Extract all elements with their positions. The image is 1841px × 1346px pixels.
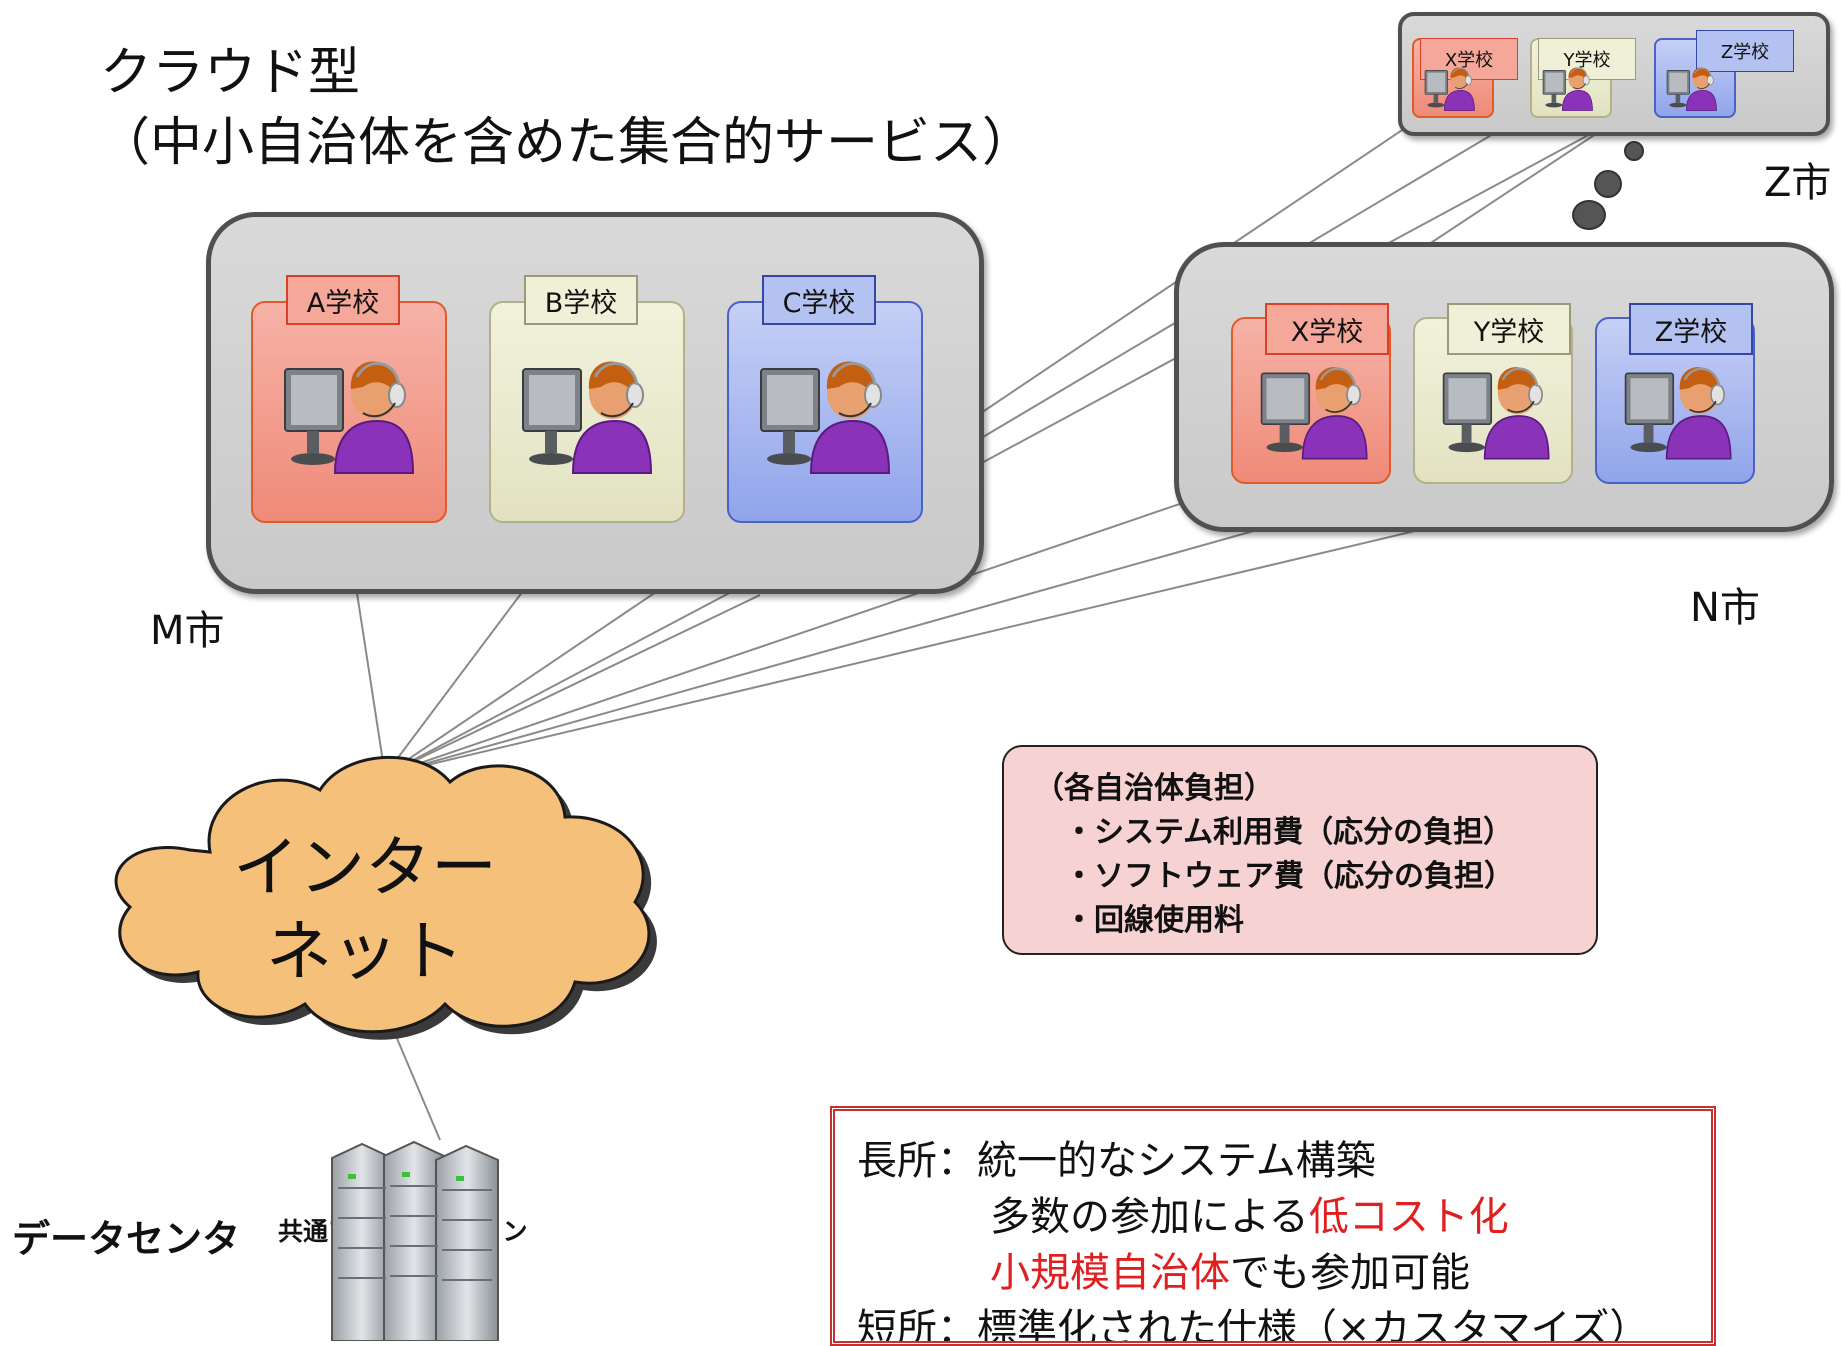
page-subtitle: （中小自治体を含めた集合的サービス）: [98, 113, 1035, 173]
cost-burden-box: （各自治体負担） ・システム利用費（応分の負担） ・ソフトウェア費（応分の負担）…: [1002, 745, 1598, 955]
pros-line-2: 多数の参加による低コスト化: [990, 1194, 1509, 1240]
operator-at-computer-icon: [1624, 365, 1732, 460]
cons-line-1: 短所：標準化された仕様（×カスタマイズ）: [857, 1306, 1650, 1346]
pros-cons-box: 長所：統一的なシステム構築 多数の参加による低コスト化 小規模自治体でも参加可能…: [830, 1106, 1716, 1346]
cost-item: ・ソフトウェア費（応分の負担）: [1064, 859, 1514, 894]
pros-line-3: 小規模自治体でも参加可能: [990, 1250, 1470, 1296]
school-tag-b: B学校: [524, 275, 638, 325]
operator-at-computer-icon: [1260, 365, 1368, 460]
link-x-school-n: [384, 479, 1251, 776]
link-n-to-z-4: [1407, 117, 1621, 259]
city-n-group: X学校 Y学校 Z学校: [1174, 242, 1834, 532]
cost-item: ・回線使用料: [1064, 903, 1244, 938]
operator-at-computer-icon: [1542, 66, 1594, 112]
pros-line-1: 長所：統一的なシステム構築: [857, 1138, 1376, 1184]
operator-at-computer-icon: [521, 360, 653, 475]
cost-heading: （各自治体負担）: [1034, 771, 1274, 806]
cost-item: ・システム利用費（応分の負担）: [1064, 815, 1514, 850]
school-tag-a: A学校: [286, 275, 400, 325]
ellipsis-dot-icon: [1624, 141, 1644, 161]
school-tag-y: Y学校: [1447, 303, 1571, 355]
link-m-city-1: [384, 589, 736, 776]
city-m-group: A学校 B学校 C学校: [206, 212, 984, 594]
operator-at-computer-icon: [1424, 66, 1476, 112]
operator-at-computer-icon: [283, 360, 415, 475]
school-card-b: [489, 301, 685, 523]
city-label-m: M市: [150, 608, 225, 654]
city-z-group: X学校 Y学校 Z学校: [1398, 12, 1830, 136]
school-tag-z: Z学校: [1696, 30, 1794, 72]
internet-label: インター ネット: [233, 829, 497, 990]
school-tag-z: Z学校: [1629, 303, 1753, 355]
operator-at-computer-icon: [1666, 66, 1718, 112]
school-tag-x: X学校: [1265, 303, 1389, 355]
page-title: クラウド型: [100, 43, 361, 103]
school-card-a: [251, 301, 447, 523]
ellipsis-dot-icon: [1594, 170, 1622, 198]
server-rack-icon: [331, 1140, 499, 1341]
school-tag-c: C学校: [762, 275, 876, 325]
operator-at-computer-icon: [1442, 365, 1550, 460]
city-label-z: Z市: [1764, 160, 1832, 206]
datacenter-label: データセンタ: [12, 1217, 241, 1261]
link-m-city-2: [384, 594, 761, 776]
operator-at-computer-icon: [759, 360, 891, 475]
internet-cloud-icon: [114, 755, 657, 1040]
ellipsis-dot-icon: [1572, 200, 1606, 230]
city-label-n: N市: [1690, 585, 1760, 631]
